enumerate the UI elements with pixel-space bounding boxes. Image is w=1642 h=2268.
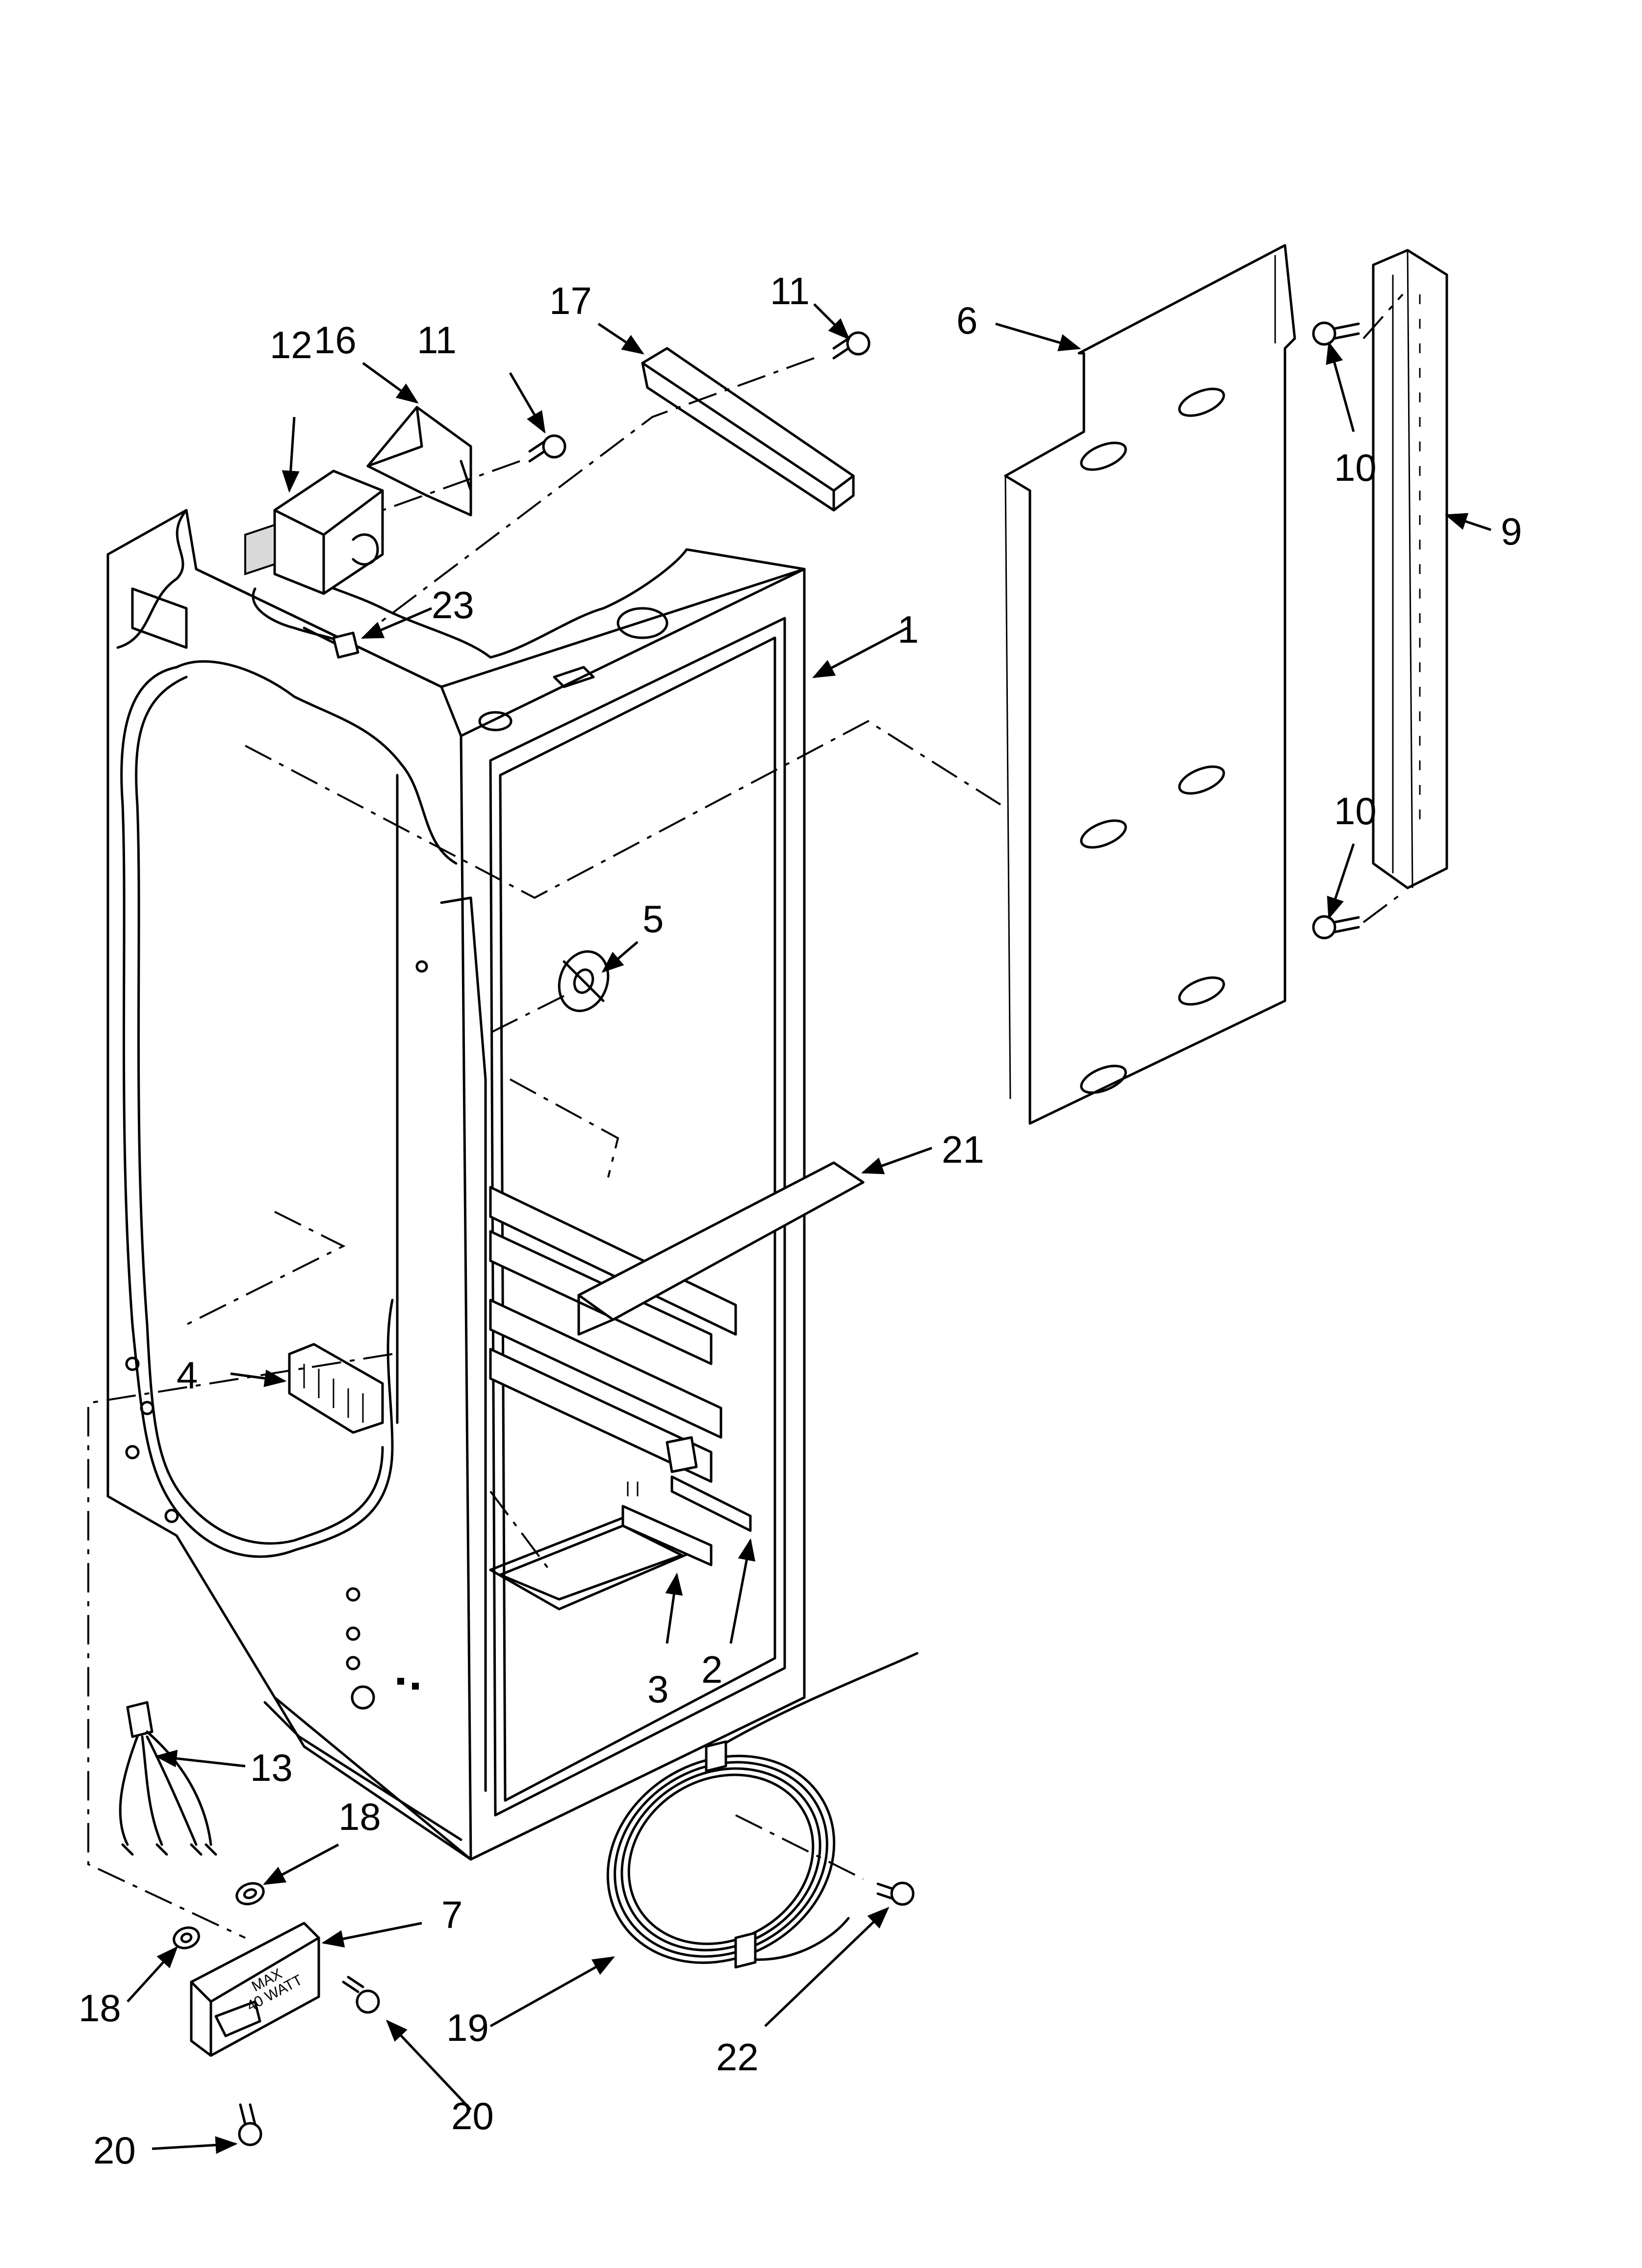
callout-10-top: 10	[1334, 446, 1377, 489]
callout-1: 1	[898, 608, 919, 651]
arrow-16	[362, 362, 419, 404]
screw-11-right	[832, 331, 871, 360]
wire-connector	[303, 626, 359, 659]
callout-7: 7	[441, 1893, 462, 1936]
callout-13: 13	[250, 1746, 293, 1789]
sensor-disc	[558, 950, 610, 1013]
arrow-22	[764, 1906, 890, 2027]
arrow-9	[1444, 513, 1491, 531]
arrow-11-right	[813, 303, 850, 340]
callout-3: 3	[647, 1668, 668, 1711]
callout-19: 19	[446, 2006, 489, 2049]
arrow-19	[489, 1956, 615, 2028]
arrow-20-right	[385, 2019, 472, 2111]
arrow-10-top	[1326, 341, 1355, 432]
arrow-20-left	[152, 2136, 238, 2154]
callout-6: 6	[956, 299, 977, 342]
callout-labels: 1 2 3 4 5 6 7 9 10 10 11 11 12 13 16 17 …	[78, 269, 1522, 2172]
bracket-2	[666, 1436, 752, 1532]
arrow-4	[230, 1369, 287, 1387]
arrow-21	[861, 1147, 932, 1174]
arrow-12	[282, 417, 300, 493]
arrow-3	[665, 1572, 683, 1644]
cabinet-liner	[106, 509, 806, 1861]
arrow-11-left	[509, 372, 546, 434]
socket-18-lower	[173, 1926, 200, 1950]
callout-11-right: 11	[770, 269, 810, 313]
callout-21: 21	[942, 1128, 984, 1171]
callout-4: 4	[177, 1354, 198, 1397]
callout-17: 17	[549, 279, 592, 322]
wire-harness	[119, 1701, 217, 1856]
callout-10-bottom: 10	[1334, 789, 1377, 833]
arrow-23	[360, 607, 432, 639]
arrow-13	[154, 1749, 246, 1768]
callout-2: 2	[701, 1648, 722, 1691]
callout-20-left: 20	[93, 2129, 136, 2172]
rear-cover-panel	[1004, 244, 1296, 1125]
lamp-housing: MAX 40 WATT	[190, 1922, 320, 2057]
callout-12: 12	[270, 323, 312, 366]
callout-20-right: 20	[451, 2094, 494, 2138]
callout-18-upper: 18	[338, 1795, 381, 1838]
arrow-2	[729, 1538, 756, 1644]
arrow-17	[597, 322, 644, 355]
callout-22: 22	[716, 2035, 759, 2079]
callout-11-left: 11	[417, 318, 457, 362]
screw-10-top	[1312, 321, 1360, 346]
leader-arrows	[127, 303, 1491, 2154]
cross-bar	[577, 1161, 865, 1336]
screw-11-left	[528, 434, 566, 463]
fastener-20-left	[238, 2103, 262, 2146]
callout-18-lower: 18	[78, 1986, 121, 2030]
callout-9: 9	[1501, 510, 1522, 553]
arrow-18-lower	[127, 1946, 179, 2003]
arrow-7	[321, 1922, 422, 1948]
panel-clips	[1080, 388, 1225, 1094]
alignment-lines	[87, 293, 1404, 1939]
shelf-rail	[1372, 249, 1448, 889]
arrow-5	[601, 941, 639, 973]
callout-23: 23	[432, 583, 474, 626]
water-tube-coil	[606, 1652, 919, 1969]
arrow-10-bottom	[1327, 843, 1355, 920]
arrow-1	[812, 626, 908, 678]
arrow-18-upper	[263, 1843, 339, 1885]
bracket-3	[621, 1482, 713, 1566]
arrow-6	[995, 322, 1081, 351]
callout-16: 16	[314, 318, 357, 362]
screw-22	[876, 1881, 915, 1906]
fastener-20-right	[342, 1976, 380, 2014]
channel-rail	[641, 347, 855, 512]
socket-18-upper	[235, 1882, 265, 1905]
screw-10-bottom	[1312, 915, 1360, 939]
callout-5: 5	[642, 897, 664, 940]
